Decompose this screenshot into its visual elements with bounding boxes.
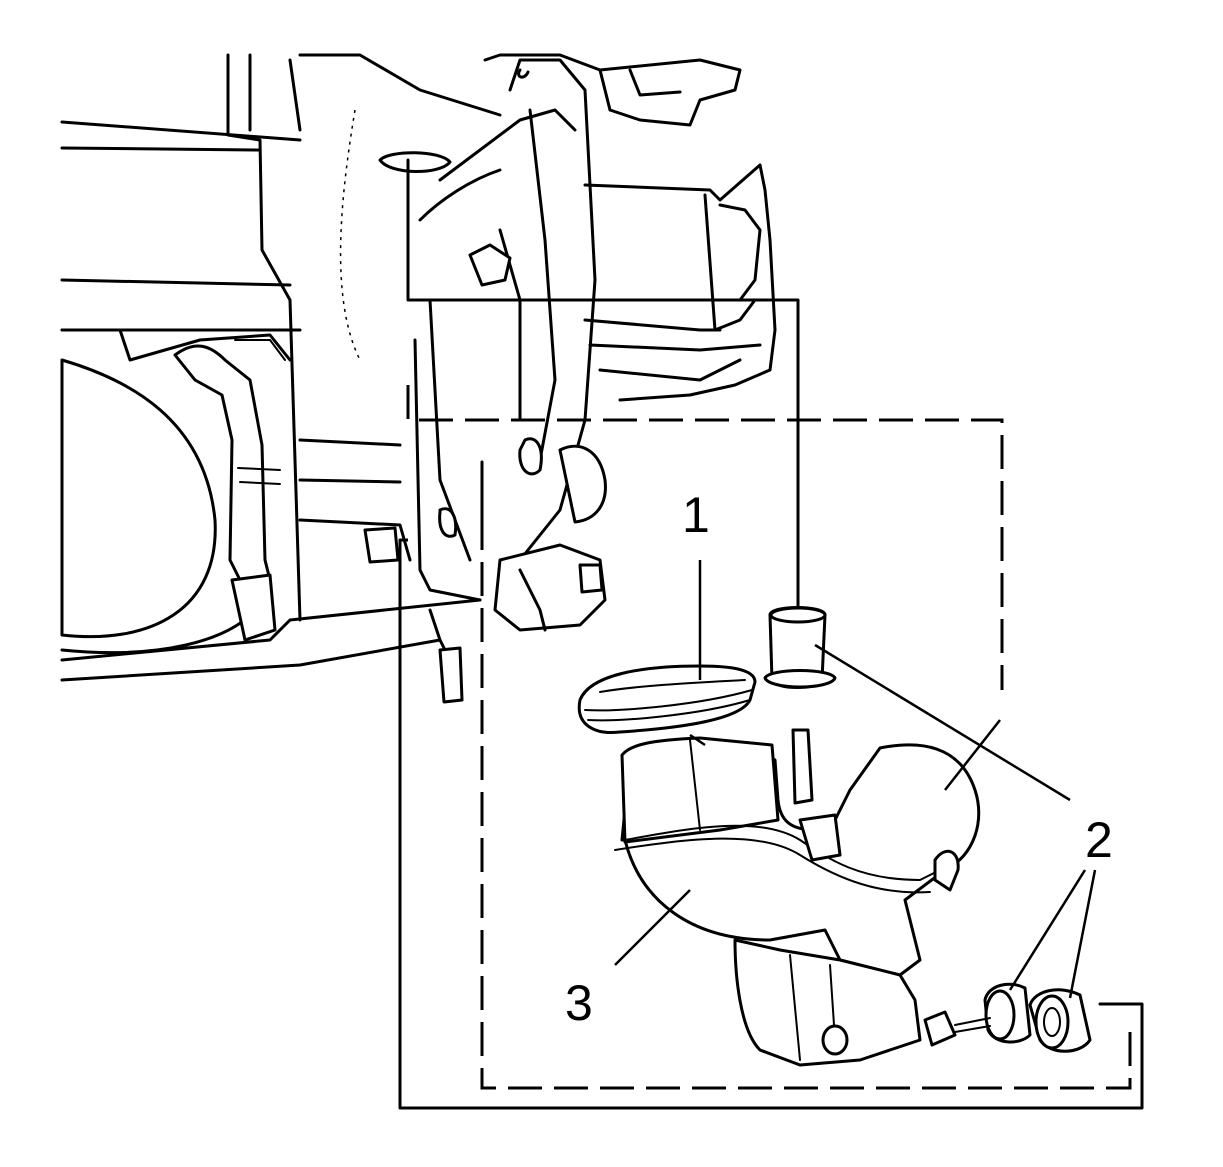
callout-2: 2 [1085,812,1113,868]
callout-labels: 1 2 3 [565,487,1113,1031]
callout-3: 3 [565,975,593,1031]
part-2-bushings [763,606,1097,1053]
vehicle-body-structure [60,53,777,704]
assembly-guide-lines [398,158,1144,1110]
part-1-seal [577,560,757,735]
part-3-air-duct [614,719,1001,1067]
callout-1: 1 [682,487,710,543]
